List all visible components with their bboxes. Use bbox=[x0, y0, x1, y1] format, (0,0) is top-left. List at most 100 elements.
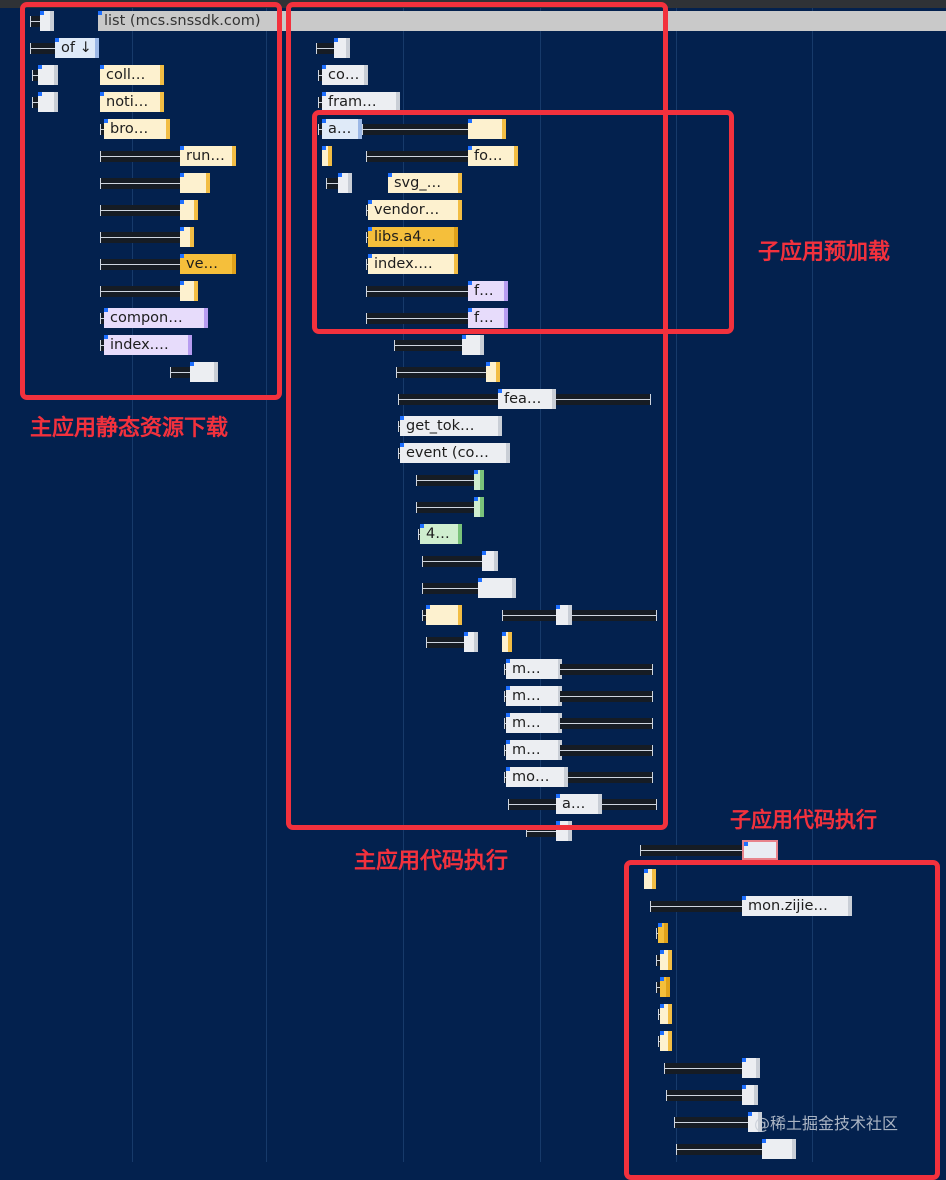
request-bar[interactable] bbox=[660, 977, 670, 997]
request-row[interactable]: libs.a4… bbox=[0, 227, 946, 247]
request-row[interactable]: mo… bbox=[0, 767, 946, 787]
request-bar[interactable]: vendor… bbox=[368, 200, 462, 220]
request-row[interactable]: get_tok… bbox=[0, 416, 946, 436]
request-bar[interactable] bbox=[660, 950, 672, 970]
request-row[interactable] bbox=[0, 950, 946, 970]
request-row[interactable] bbox=[0, 11, 946, 31]
request-row[interactable]: co… bbox=[0, 65, 946, 85]
request-bar[interactable]: mon.zijie… bbox=[742, 896, 852, 916]
request-bar[interactable] bbox=[426, 605, 462, 625]
request-bar[interactable]: run… bbox=[180, 146, 236, 166]
request-row[interactable] bbox=[0, 632, 946, 652]
request-bar[interactable]: fram… bbox=[322, 92, 400, 112]
request-bar[interactable] bbox=[40, 11, 54, 31]
request-row[interactable]: mon.zijie… bbox=[0, 896, 946, 916]
request-bar[interactable] bbox=[478, 578, 516, 598]
request-row[interactable] bbox=[0, 335, 946, 355]
request-bar[interactable]: svg_… bbox=[388, 173, 462, 193]
request-bar[interactable]: index.… bbox=[368, 254, 458, 274]
request-bar[interactable] bbox=[38, 92, 58, 112]
request-row[interactable] bbox=[0, 840, 946, 860]
request-bar[interactable] bbox=[748, 1112, 762, 1132]
request-bar[interactable] bbox=[38, 65, 58, 85]
request-row[interactable] bbox=[0, 470, 946, 490]
request-row[interactable]: ve… bbox=[0, 254, 946, 274]
request-bar[interactable] bbox=[486, 362, 500, 382]
request-row[interactable] bbox=[0, 65, 946, 85]
request-bar[interactable] bbox=[742, 840, 778, 860]
request-row[interactable] bbox=[0, 1058, 946, 1078]
request-row[interactable] bbox=[0, 362, 946, 382]
request-bar[interactable] bbox=[742, 1085, 758, 1105]
request-bar[interactable]: of ↓ bbox=[55, 38, 99, 58]
request-bar[interactable] bbox=[742, 1058, 760, 1078]
request-bar[interactable]: m… bbox=[506, 740, 562, 760]
request-bar[interactable] bbox=[644, 869, 656, 889]
request-row[interactable] bbox=[0, 551, 946, 571]
request-row[interactable]: index.… bbox=[0, 254, 946, 274]
request-row[interactable] bbox=[0, 605, 946, 625]
request-bar[interactable] bbox=[556, 605, 572, 625]
request-bar[interactable] bbox=[338, 173, 352, 193]
request-row[interactable] bbox=[0, 227, 946, 247]
request-row[interactable] bbox=[0, 281, 946, 301]
request-row[interactable]: coll… bbox=[0, 65, 946, 85]
request-bar-list[interactable]: list (mcs.snssdk.com) bbox=[98, 11, 946, 31]
request-bar[interactable]: noti… bbox=[100, 92, 164, 112]
request-row[interactable]: a… bbox=[0, 794, 946, 814]
request-row[interactable]: event (co… bbox=[0, 443, 946, 463]
request-bar[interactable] bbox=[464, 632, 478, 652]
request-bar[interactable] bbox=[762, 1139, 796, 1159]
request-row[interactable]: run… bbox=[0, 146, 946, 166]
request-row[interactable]: noti… bbox=[0, 92, 946, 112]
request-row[interactable]: m… bbox=[0, 740, 946, 760]
request-row[interactable]: compon… bbox=[0, 308, 946, 328]
request-bar[interactable]: fo… bbox=[468, 146, 518, 166]
request-bar[interactable] bbox=[322, 146, 332, 166]
request-row[interactable]: a… bbox=[0, 119, 946, 139]
request-row[interactable] bbox=[0, 632, 946, 652]
request-row[interactable]: f… bbox=[0, 281, 946, 301]
request-bar[interactable] bbox=[474, 470, 484, 490]
request-row[interactable] bbox=[0, 1004, 946, 1024]
request-bar[interactable]: a… bbox=[556, 794, 602, 814]
request-bar[interactable] bbox=[180, 227, 194, 247]
request-row[interactable]: fea… bbox=[0, 389, 946, 409]
request-row[interactable]: bro… bbox=[0, 119, 946, 139]
request-row[interactable]: of ↓ bbox=[0, 38, 946, 58]
request-bar[interactable]: a… bbox=[322, 119, 362, 139]
request-bar[interactable]: libs.a4… bbox=[368, 227, 458, 247]
request-row[interactable] bbox=[0, 200, 946, 220]
request-bar[interactable]: 4… bbox=[420, 524, 462, 544]
request-row[interactable]: svg_… bbox=[0, 173, 946, 193]
request-bar[interactable]: coll… bbox=[100, 65, 164, 85]
request-bar[interactable] bbox=[180, 200, 198, 220]
request-row[interactable] bbox=[0, 497, 946, 517]
request-bar[interactable] bbox=[190, 362, 218, 382]
request-bar[interactable]: index.… bbox=[104, 335, 192, 355]
request-row[interactable]: vendor… bbox=[0, 200, 946, 220]
request-bar[interactable] bbox=[482, 551, 498, 571]
request-bar[interactable] bbox=[660, 1004, 672, 1024]
request-row[interactable]: f… bbox=[0, 308, 946, 328]
request-row[interactable] bbox=[0, 146, 946, 166]
request-bar[interactable] bbox=[468, 119, 506, 139]
request-row[interactable] bbox=[0, 38, 946, 58]
request-bar[interactable] bbox=[462, 335, 484, 355]
request-row[interactable] bbox=[0, 869, 946, 889]
request-row[interactable] bbox=[0, 92, 946, 112]
request-bar[interactable] bbox=[334, 38, 350, 58]
request-bar[interactable]: f… bbox=[468, 281, 508, 301]
request-bar[interactable]: bro… bbox=[104, 119, 170, 139]
request-row[interactable] bbox=[0, 173, 946, 193]
request-row[interactable]: index.… bbox=[0, 335, 946, 355]
request-row[interactable] bbox=[0, 119, 946, 139]
request-row[interactable] bbox=[0, 362, 946, 382]
request-row[interactable] bbox=[0, 1031, 946, 1051]
request-row[interactable] bbox=[0, 1112, 946, 1132]
request-bar[interactable] bbox=[658, 923, 668, 943]
request-bar[interactable] bbox=[180, 281, 198, 301]
request-bar[interactable]: event (co… bbox=[400, 443, 510, 463]
request-bar[interactable]: fea… bbox=[498, 389, 556, 409]
request-bar[interactable]: ve… bbox=[180, 254, 236, 274]
